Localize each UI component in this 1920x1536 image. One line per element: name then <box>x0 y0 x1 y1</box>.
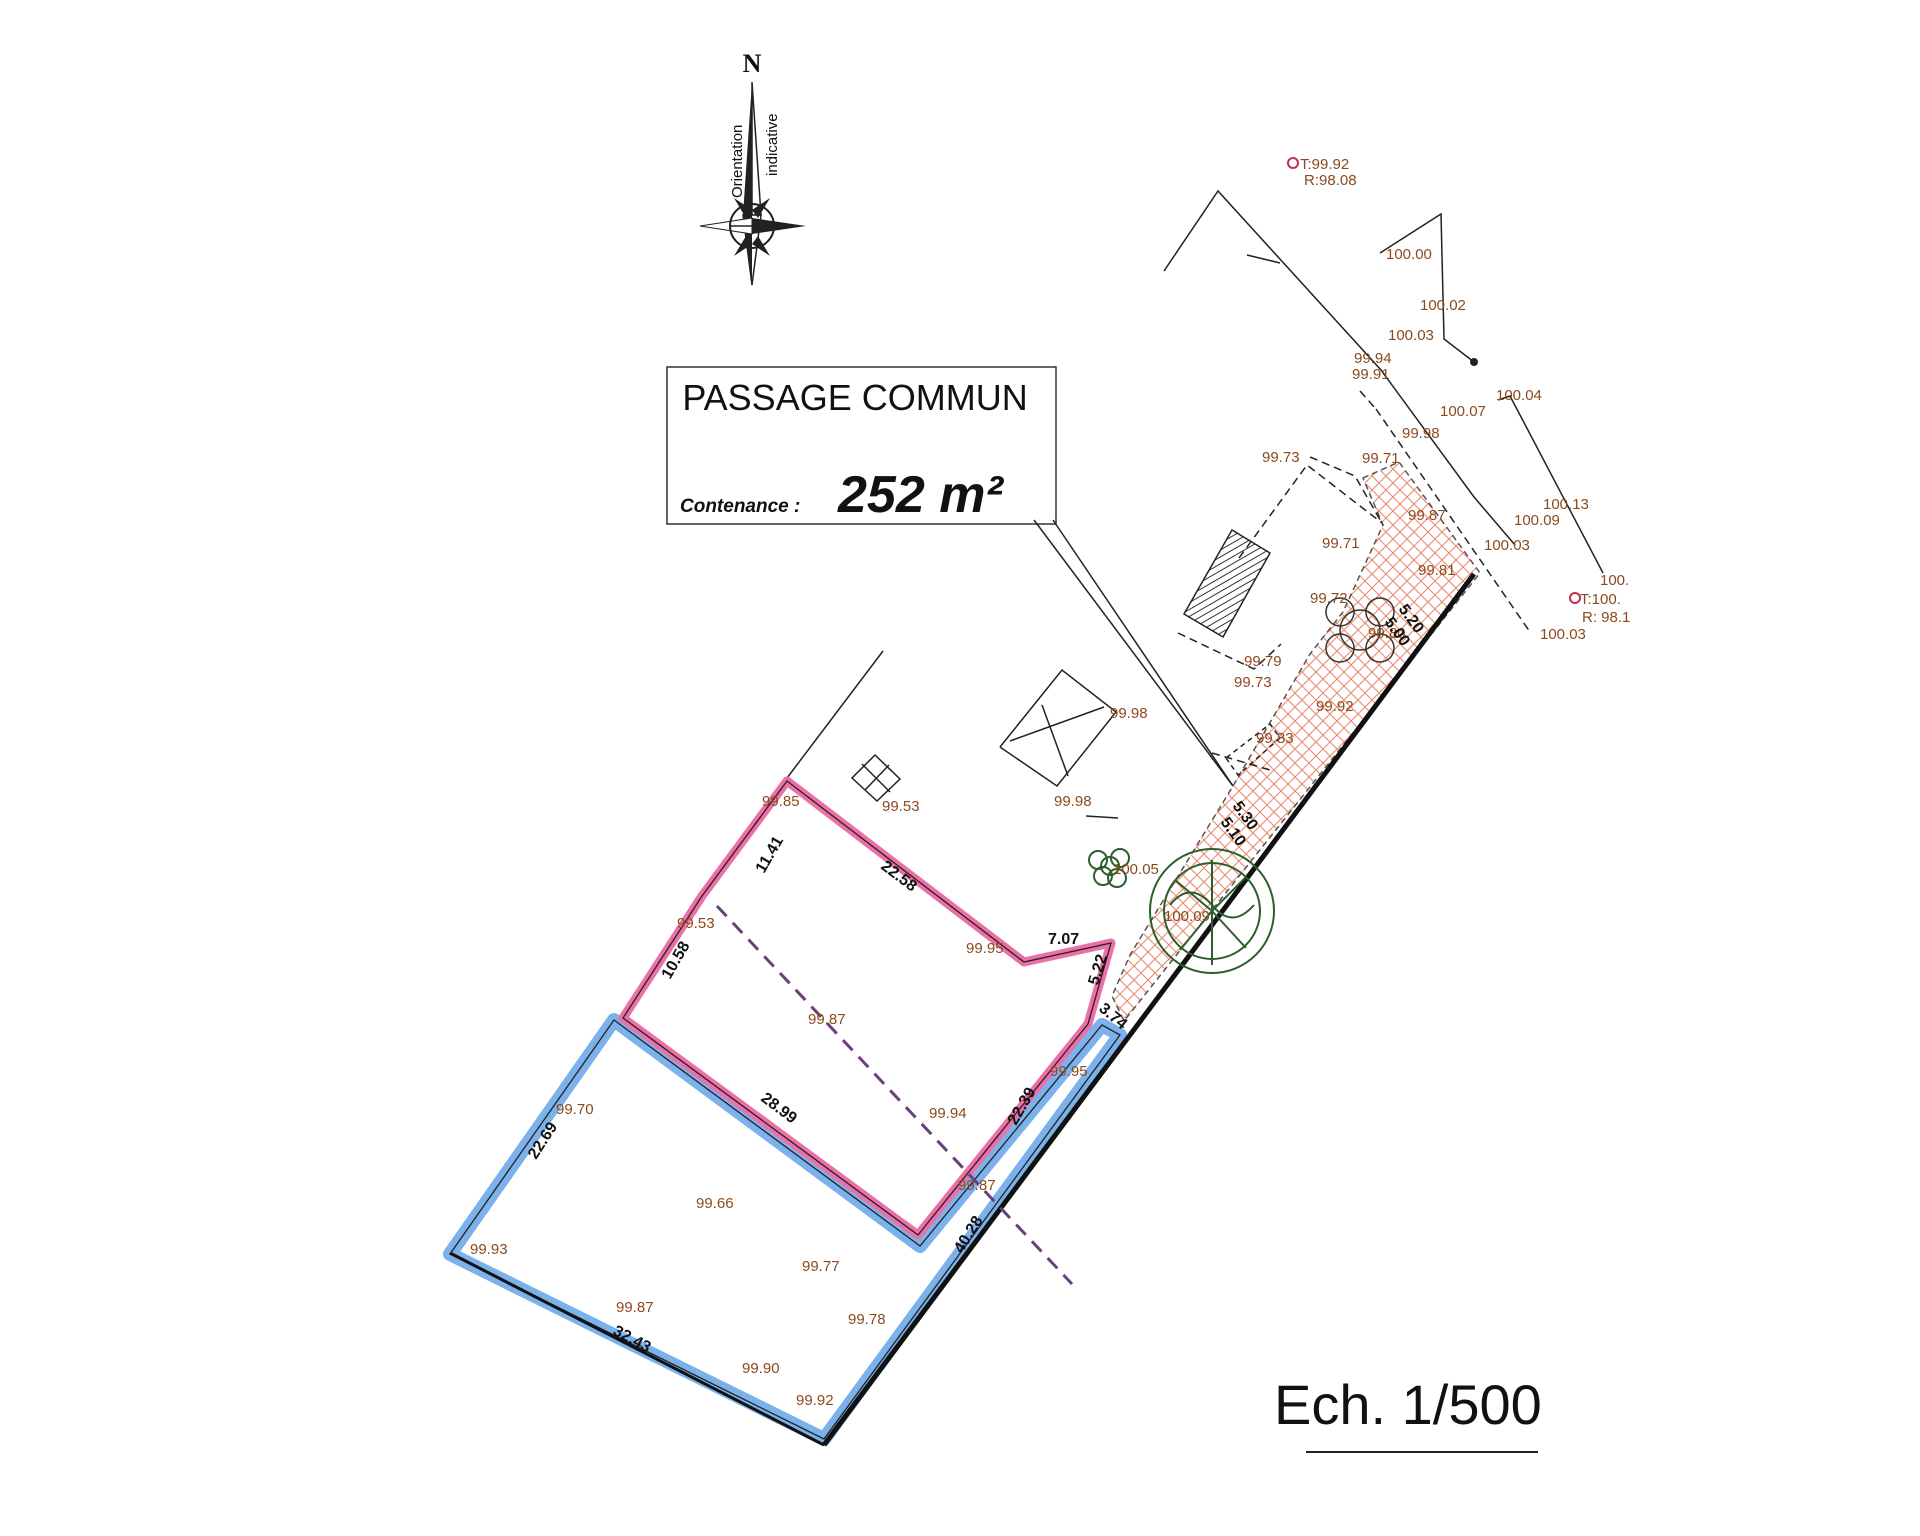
dimension-label: 7.07 <box>1048 931 1079 948</box>
elev-label: 99.93 <box>470 1241 508 1258</box>
elev-label: T:99.92 <box>1300 156 1349 173</box>
elev-label: 99.85 <box>762 793 800 810</box>
elev-label: 99.79 <box>1244 653 1282 670</box>
elev-label: 99.73 <box>1262 449 1300 466</box>
north-letter: N <box>743 49 762 78</box>
elev-label: R: 98.1 <box>1582 609 1630 626</box>
manhole-marker <box>1287 157 1299 169</box>
elev-label: 99.87 <box>958 1177 996 1194</box>
north-arrow: N Orientation indicative <box>699 49 806 286</box>
orientation-line1: Orientation <box>729 125 746 198</box>
shrub-icon <box>1088 848 1130 888</box>
scale-label-group: Ech. 1/500 <box>1274 1373 1542 1453</box>
elev-label: 100.04 <box>1496 387 1542 404</box>
west-boundary-line <box>449 1251 825 1447</box>
elev-label: 99.77 <box>802 1258 840 1275</box>
elev-label: 99.73 <box>1234 674 1272 691</box>
elev-label: 99.92 <box>796 1392 834 1409</box>
elev-label: 99.71 <box>1362 450 1400 467</box>
elev-label: 100.05 <box>1113 861 1159 878</box>
street-front-line <box>821 572 1477 1447</box>
elev-label: 100.13 <box>1543 496 1589 513</box>
elev-label: R:98.08 <box>1304 172 1357 189</box>
elev-label: 99.78 <box>848 1311 886 1328</box>
elev-label: 100.03 <box>1484 537 1530 554</box>
elev-label: 99.90 <box>742 1360 780 1377</box>
lot-pink-area <box>618 776 1116 1240</box>
passage-commun-area <box>1111 461 1481 1023</box>
elev-label: 99.81 <box>1418 562 1456 579</box>
elev-label: 99.71 <box>1322 535 1360 552</box>
elev-label: 100.00 <box>1386 246 1432 263</box>
elev-label: 99.95 <box>1050 1063 1088 1080</box>
leader-line-1 <box>1033 519 1234 787</box>
building-hatched <box>1182 528 1272 639</box>
elev-label: 100.02 <box>1420 297 1466 314</box>
elevation-labels: T:99.92 R:98.08 100.00 100.02 100.03 99.… <box>470 156 1630 1409</box>
dimension-label: 11.41 <box>753 834 787 876</box>
elev-label: 99.92 <box>1316 698 1354 715</box>
elev-label: 100.03 <box>1540 626 1586 643</box>
utility-box-icon <box>850 753 902 803</box>
manhole-marker-2 <box>1569 592 1581 604</box>
elev-label: 99.91 <box>1352 366 1390 383</box>
elev-label: 99.83 <box>1256 730 1294 747</box>
dimension-label: 5.22 <box>1086 952 1111 987</box>
elev-label: 99.87 <box>1408 507 1446 524</box>
elev-label: 100.09 <box>1164 908 1210 925</box>
elev-label: 99.98 <box>1110 705 1148 722</box>
elev-label: 99.94 <box>1354 350 1392 367</box>
elev-label: 100.09 <box>1514 512 1560 529</box>
leader-line-2 <box>1052 519 1234 787</box>
elev-label: 99.70 <box>556 1101 594 1118</box>
survey-point <box>1470 358 1478 366</box>
elev-label: T:100. <box>1580 591 1621 608</box>
title-box: PASSAGE COMMUN Contenance : 252 m² <box>666 366 1234 787</box>
alignment-dashed-line <box>715 904 1074 1286</box>
elev-label: 99.66 <box>696 1195 734 1212</box>
elev-label: 99.87 <box>616 1299 654 1316</box>
elev-label: 99.98 <box>1054 793 1092 810</box>
elev-label: 100.07 <box>1440 403 1486 420</box>
orientation-line2: indicative <box>764 113 781 176</box>
elev-label: 100.03 <box>1388 327 1434 344</box>
elev-label: 99.98 <box>1402 425 1440 442</box>
elev-label: 99.95 <box>966 940 1004 957</box>
elev-label: 99.87 <box>808 1011 846 1028</box>
elev-label: 99.53 <box>677 915 715 932</box>
shrub-icon-2 <box>1325 597 1395 663</box>
elev-label: 99.94 <box>929 1105 967 1122</box>
elev-label: 100. <box>1600 572 1629 589</box>
passage-title: PASSAGE COMMUN <box>682 377 1027 418</box>
scale-label: Ech. 1/500 <box>1274 1373 1542 1436</box>
elev-label: 99.72 <box>1310 590 1348 607</box>
boundary-lines <box>786 189 1604 819</box>
contenance-value: 252 m² <box>837 466 1004 524</box>
elev-label: 99.80 <box>1368 625 1406 642</box>
elev-label: 99.53 <box>882 798 920 815</box>
contenance-label: Contenance : <box>680 496 800 517</box>
tree-icon <box>1149 848 1275 974</box>
